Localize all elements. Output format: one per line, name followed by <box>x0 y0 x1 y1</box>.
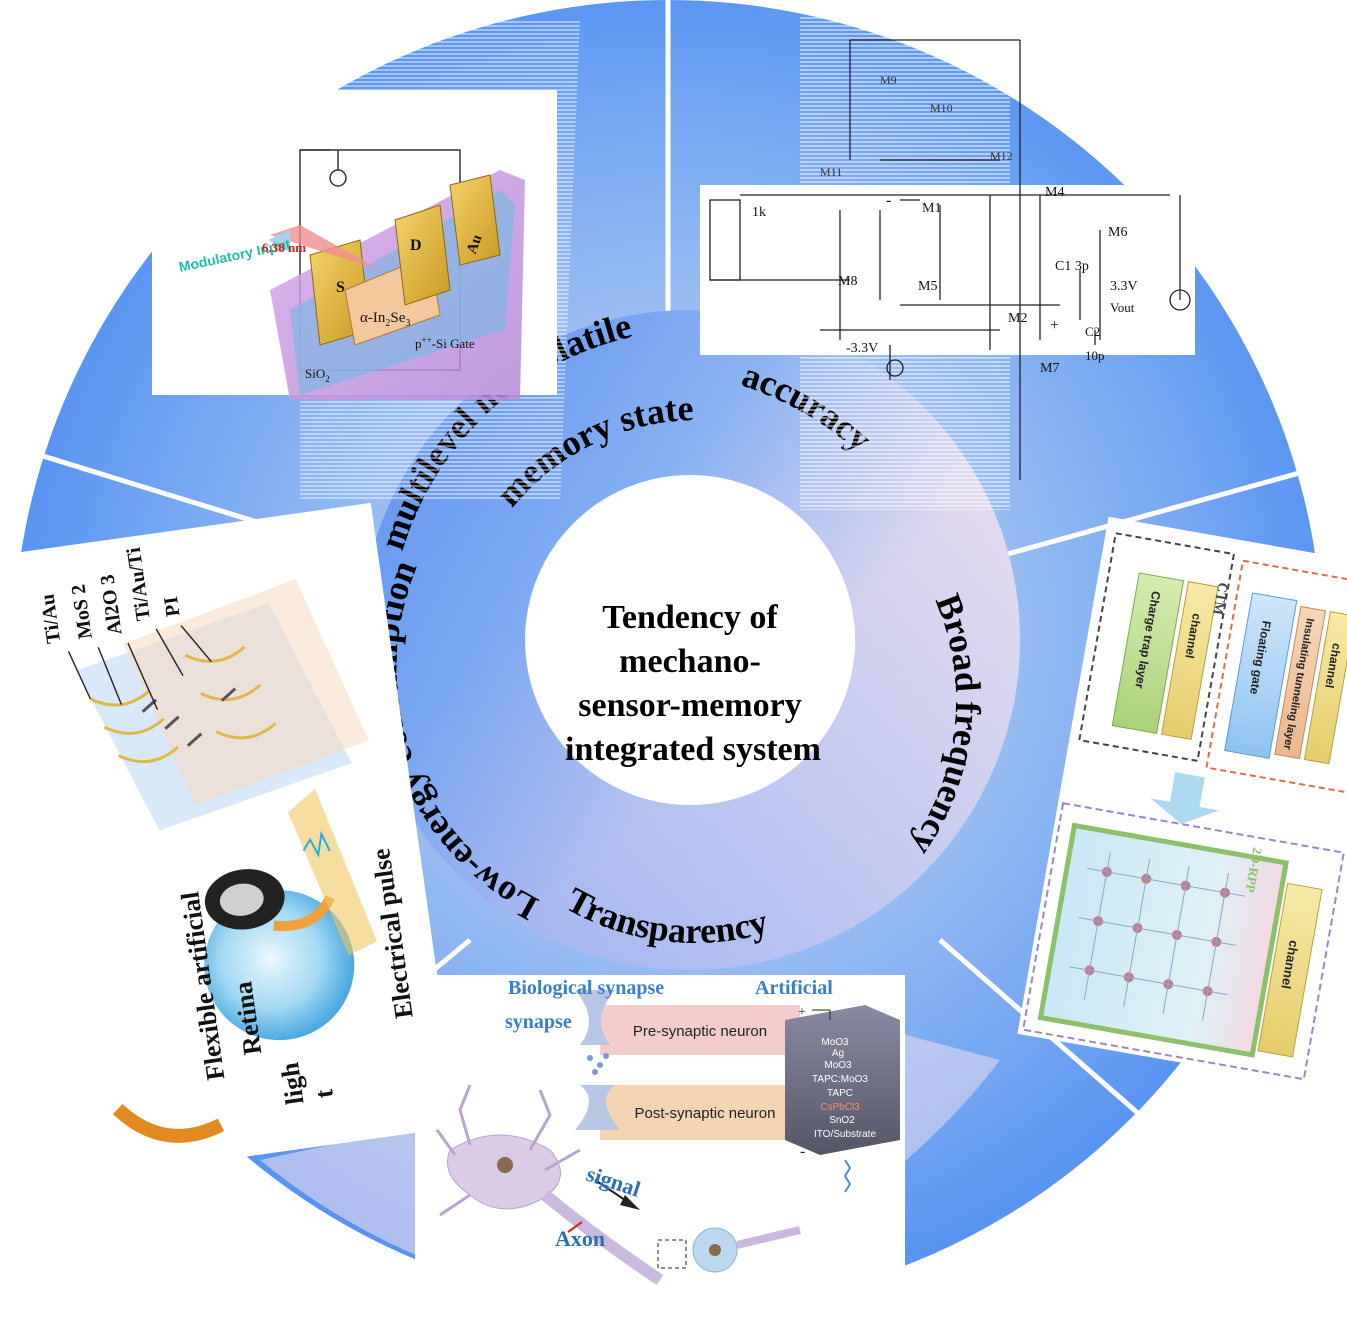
circuit-plus: + <box>1050 317 1059 334</box>
oxide-label: SiO2 <box>305 366 330 384</box>
neuron-illustration <box>418 1084 801 1285</box>
circuit-c1: C1 3p <box>1055 259 1089 274</box>
panel-synapse: Pre-synaptic neuron Post-synaptic neuron… <box>415 975 905 1320</box>
circuit-vpos: 3.3V <box>1110 279 1138 294</box>
circuit-m12: M12 <box>990 149 1013 163</box>
post-synaptic-label: Post-synaptic neuron <box>635 1105 776 1122</box>
stack-layer-1: Ag <box>832 1048 844 1059</box>
biological-synapse-label: Biological synapse <box>508 977 664 999</box>
light-beam <box>112 1103 225 1143</box>
pre-synaptic-label: Pre-synaptic neuron <box>633 1023 767 1040</box>
retina-leader-lines <box>67 625 212 710</box>
center-line-1: Tendency of <box>602 599 778 636</box>
stack-layer-4: TAPC <box>827 1088 853 1099</box>
circuit-m11: M11 <box>820 165 842 179</box>
rpp-bonds <box>1069 852 1245 1021</box>
circuit-m8: M8 <box>838 274 857 289</box>
channel-material-label: α-In2Se3 <box>360 310 410 329</box>
stack-layer-6: SnO2 <box>829 1115 855 1126</box>
panel-transistor: Modulatory Input 6.38 nm S D Au α-In2Se3… <box>152 20 580 500</box>
circuit-m9: M9 <box>880 73 897 87</box>
light-label: ligh <box>275 1060 310 1106</box>
layer-pi: PI <box>160 595 185 618</box>
presynaptic-terminal <box>575 990 615 1045</box>
stack-plus: + <box>798 1005 806 1020</box>
drain-label: D <box>410 237 422 254</box>
stack-layer-0: MoO3 <box>821 1037 849 1048</box>
source-label: S <box>336 279 345 296</box>
axon-label: Axon <box>555 1226 605 1251</box>
circuit-m6: M6 <box>1108 225 1127 240</box>
circuit-minus: - <box>886 192 891 209</box>
panel-retina: Ti/Au MoS 2 Al2O 3 Ti/Au/Ti PI Flexible … <box>0 502 459 1182</box>
circuit-wires <box>709 39 1191 480</box>
center-line-2: mechano- <box>619 643 761 680</box>
neurotransmitters <box>587 1053 609 1075</box>
stack-minus: - <box>800 1143 805 1160</box>
au-label: Au <box>464 233 486 257</box>
panel-memory: CTM Charge trap layer channel FG Floatin… <box>1017 516 1347 1085</box>
circuit-c2-value: 10p <box>1085 348 1105 363</box>
stack-layer-7: ITO/Substrate <box>814 1129 877 1140</box>
postsynaptic-terminal <box>575 1085 620 1130</box>
stack-layer-3: TAPC:MoO3 <box>812 1074 868 1085</box>
center-circle <box>525 475 855 805</box>
ctm-label: CTM <box>1209 581 1229 616</box>
artificial-label: Artificial <box>755 977 833 999</box>
circuit-m5: M5 <box>918 279 937 294</box>
device-stack: MoO3 Ag MoO3 TAPC:MoO3 TAPC CsPbCl3 SnO2… <box>785 1005 900 1193</box>
center-line-4: integrated system <box>565 731 821 768</box>
stack-layer-2: MoO3 <box>824 1060 852 1071</box>
center-line-3: sensor-memory <box>578 687 801 724</box>
circuit-m4: M4 <box>1045 185 1064 200</box>
circuit-r1: 1k <box>752 205 766 220</box>
panel-circuit: 1k M1 M2 M4 M5 M6 M7 M8 M9 M10 M11 M12 C… <box>700 15 1195 510</box>
circuit-m1: M1 <box>922 201 941 216</box>
circuit-c2: C2 <box>1085 324 1100 339</box>
circuit-m7: M7 <box>1040 361 1059 376</box>
circuit-m2: M2 <box>1008 311 1027 326</box>
rpp-lattice <box>1084 866 1231 997</box>
synapse-label: synapse <box>505 1011 572 1033</box>
circuit-vneg: -3.3V <box>846 341 878 356</box>
center-title: Tendency of mechano- sensor-memory integ… <box>565 599 821 768</box>
circuit-m10: M10 <box>930 101 953 115</box>
gate-label: p++-Si Gate <box>415 335 475 351</box>
circuit-vout: Vout <box>1110 300 1135 315</box>
thickness-label: 6.38 nm <box>262 240 306 255</box>
stack-layer-5: CsPbCl3 <box>820 1102 860 1113</box>
